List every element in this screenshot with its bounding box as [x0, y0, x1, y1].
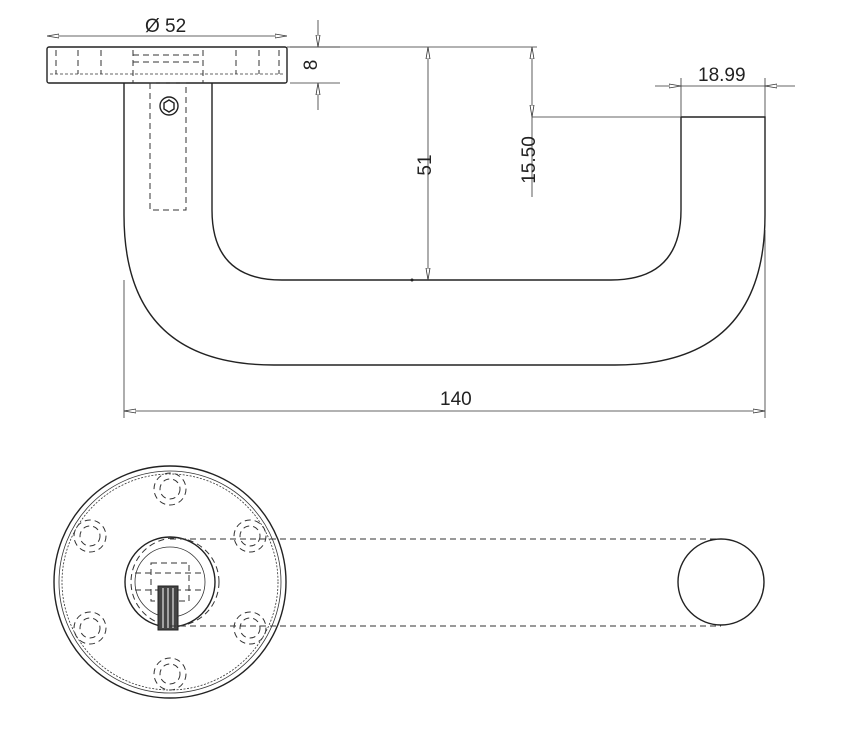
- side-view: [46, 46, 766, 366]
- dimension-diameter: Ø 52: [47, 16, 287, 37]
- dimension-height-label: 51: [415, 154, 436, 175]
- rose-hidden-lines: [55, 50, 280, 83]
- grub-screw-thread: [157, 585, 179, 631]
- front-view: [53, 465, 765, 699]
- handle-outer-contour: [123, 83, 766, 366]
- dimension-height: 51: [287, 46, 537, 280]
- dimension-thickness: 8: [290, 20, 340, 110]
- dimension-length-label: 140: [440, 389, 472, 410]
- rose-plate: [46, 46, 288, 84]
- screw-holes: [73, 472, 267, 691]
- dimension-end-width: 18.99: [655, 65, 795, 117]
- dimension-end-offset-label: 15.50: [519, 136, 540, 184]
- dimension-thickness-label: 8: [301, 60, 322, 71]
- handle-end-circle: [677, 538, 765, 626]
- dimension-end-offset: 15.50: [519, 47, 681, 197]
- grub-screw-icon: [159, 96, 179, 116]
- dimension-length: 140: [123, 230, 766, 418]
- dimension-diameter-label: Ø 52: [145, 16, 186, 37]
- handle-inner-contour: [211, 83, 682, 281]
- dimension-end-width-label: 18.99: [698, 65, 746, 86]
- spindle-hidden: [149, 82, 187, 211]
- rose-outer: [53, 465, 287, 699]
